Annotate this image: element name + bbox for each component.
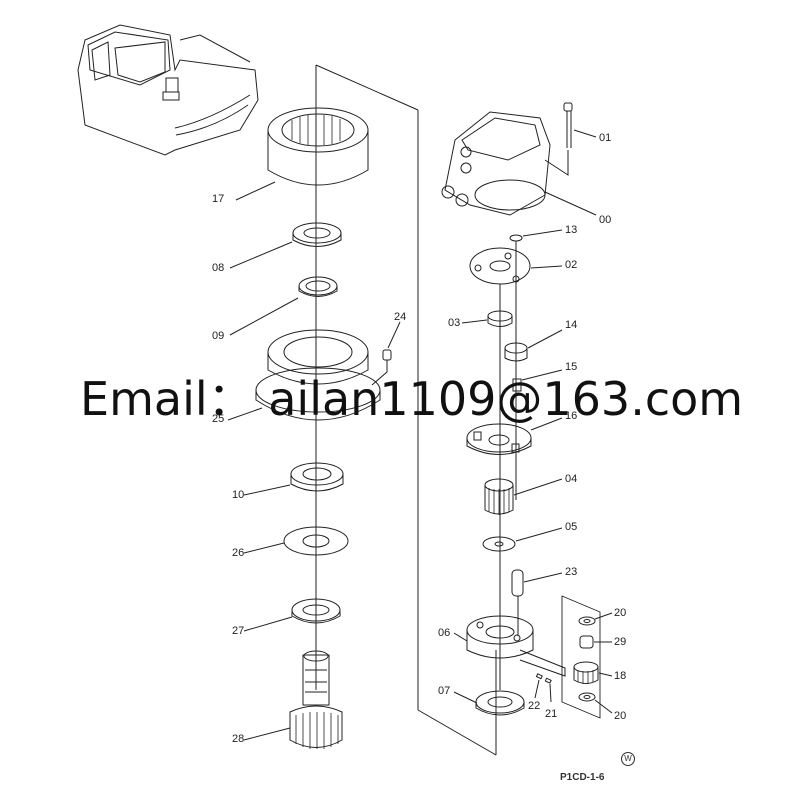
label-part-02: 02 [565,259,578,271]
label-part-08: 08 [212,262,225,274]
planet-carrier-06 [466,615,566,677]
label-part-18: 18 [614,670,627,682]
label-part-28: 28 [232,733,245,745]
label-part-29: 29 [614,636,627,648]
label-part-07: 07 [438,685,451,697]
label-part-20-top: 20 [614,607,627,619]
label-part-03: 03 [448,317,461,329]
ring-gear-17 [267,107,369,186]
label-part-17: 17 [212,193,225,205]
label-part-27: 27 [232,625,245,637]
label-part-06: 06 [438,627,451,639]
hydraulic-motor-00 [441,111,551,216]
email-watermark: Email： ailan1109@163.com [80,372,744,426]
label-part-00: 00 [599,214,612,226]
label-part-01: 01 [599,132,612,144]
label-part-23: 23 [565,566,578,578]
label-part-24: 24 [394,311,407,323]
drawing-code: P1CD-1-6 [560,772,605,783]
label-part-14: 14 [565,319,578,331]
label-part-15: 15 [565,361,578,373]
label-part-26: 26 [232,547,245,559]
label-part-09: 09 [212,330,225,342]
pinion-shaft-28 [289,650,343,749]
label-part-20-bottom: 20 [614,710,627,722]
corner-mark: W [621,752,635,766]
label-part-10: 10 [232,489,245,501]
label-part-04: 04 [565,473,578,485]
label-part-25: 25 [212,413,225,425]
label-part-13: 13 [565,224,578,236]
housing-25 [255,329,381,421]
label-part-22: 22 [528,700,541,712]
label-part-05: 05 [565,521,578,533]
label-part-21: 21 [545,708,558,720]
excavator-illustration [77,24,259,156]
label-part-16: 16 [565,410,578,422]
